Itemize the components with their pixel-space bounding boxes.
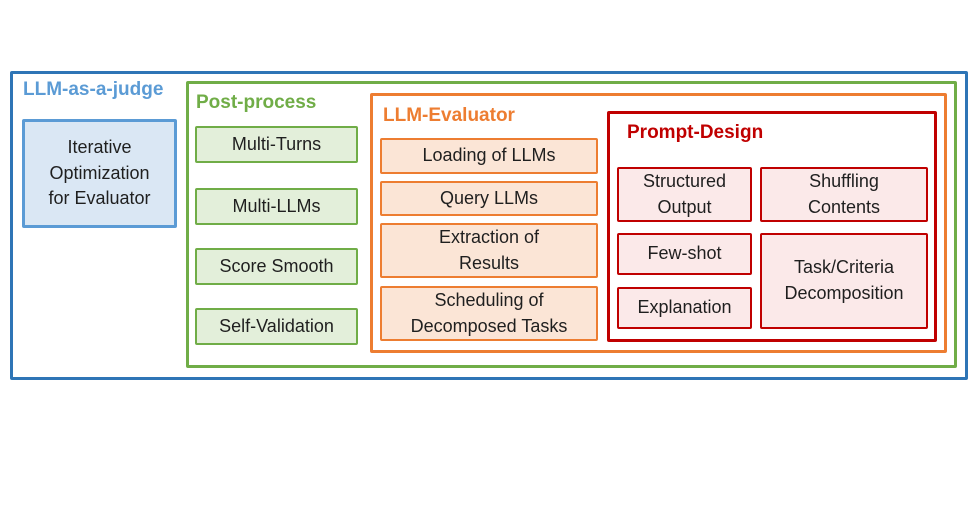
box-multi-turns: Multi-Turns bbox=[195, 126, 358, 163]
box-scheduling-decomposed-tasks: Scheduling of Decomposed Tasks bbox=[380, 286, 598, 341]
box-structured-output: Structured Output bbox=[617, 167, 752, 222]
box-self-validation: Self-Validation bbox=[195, 308, 358, 345]
box-task-criteria-decomposition: Task/Criteria Decomposition bbox=[760, 233, 928, 329]
group-title-llm-evaluator: LLM-Evaluator bbox=[383, 105, 515, 126]
group-title-post-process: Post-process bbox=[196, 92, 317, 113]
group-title-prompt-design: Prompt-Design bbox=[627, 122, 764, 143]
box-query-llms: Query LLMs bbox=[380, 181, 598, 216]
box-few-shot: Few-shot bbox=[617, 233, 752, 275]
box-iterative-optimization: Iterative Optimization for Evaluator bbox=[22, 119, 177, 228]
box-iterative-optimization-line2: Optimization bbox=[49, 162, 150, 183]
box-extraction-of-results: Extraction of Results bbox=[380, 223, 598, 278]
box-score-smooth: Score Smooth bbox=[195, 248, 358, 285]
box-explanation: Explanation bbox=[617, 287, 752, 329]
box-iterative-optimization-line1: Iterative bbox=[67, 137, 132, 158]
box-multi-llms: Multi-LLMs bbox=[195, 188, 358, 225]
box-iterative-optimization-line3: for Evaluator bbox=[48, 188, 151, 209]
box-shuffling-contents: Shuffling Contents bbox=[760, 167, 928, 222]
group-title-llm-as-a-judge: LLM-as-a-judge bbox=[23, 79, 164, 100]
box-loading-of-llms: Loading of LLMs bbox=[380, 138, 598, 174]
